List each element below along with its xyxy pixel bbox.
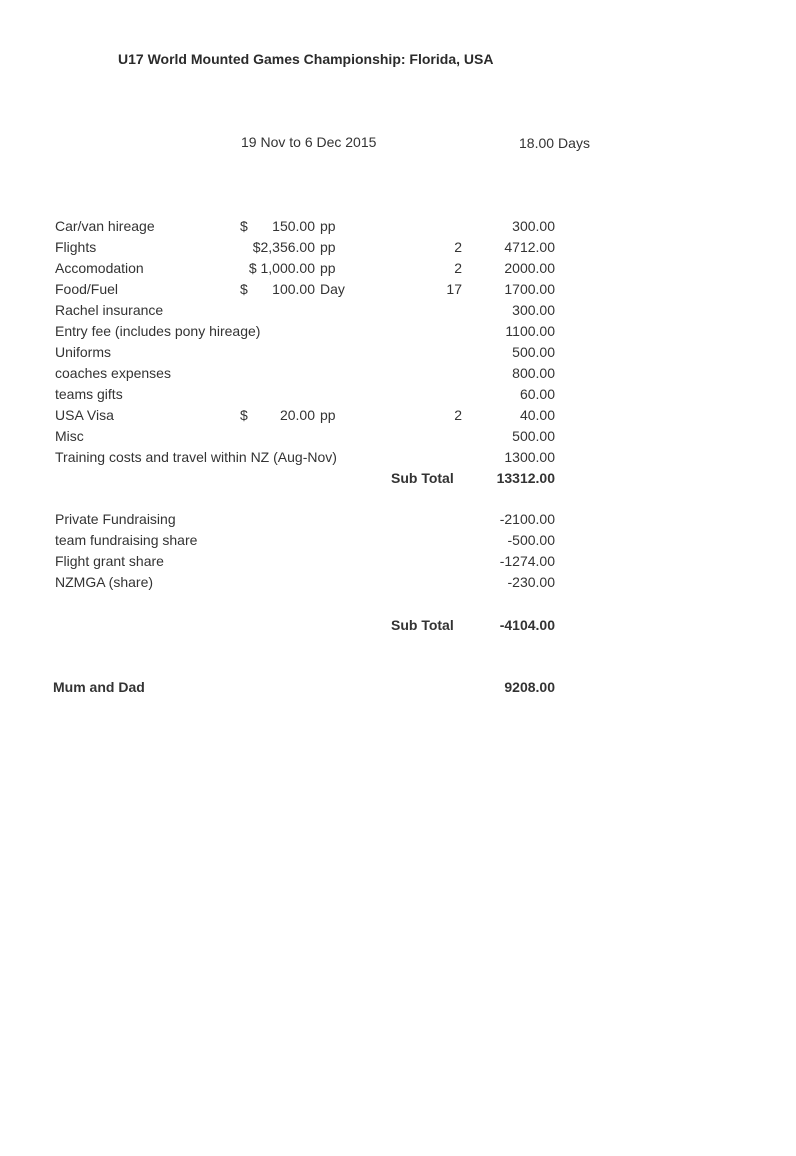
income-row: Private Fundraising -2100.00 (0, 511, 796, 532)
expense-row: Misc 500.00 (0, 428, 796, 449)
final-label: Mum and Dad (53, 679, 145, 695)
days-value: 18.00 (519, 135, 555, 151)
expense-unit: pp (320, 239, 336, 255)
subtotal-label: Sub Total (391, 470, 454, 486)
income-row: NZMGA (share) -230.00 (0, 574, 796, 595)
expense-row: USA Visa $ 20.00 pp 2 40.00 (0, 407, 796, 428)
expense-unit: pp (320, 218, 336, 234)
expense-currency: $ (240, 407, 248, 423)
expense-label: Uniforms (55, 344, 112, 360)
expense-row: Rachel insurance 300.00 (0, 302, 796, 323)
expense-total: 500.00 (512, 428, 555, 444)
income-label: Flight grant share (55, 553, 164, 569)
expense-row: Accomodation $ 1,000.00 pp 2 2000.00 (0, 260, 796, 281)
expense-unit: Day (320, 281, 345, 297)
income-subtotal-row: Sub Total -4104.00 (0, 617, 796, 638)
income-total: -500.00 (507, 532, 555, 548)
expense-row: Food/Fuel $ 100.00 Day 17 1700.00 (0, 281, 796, 302)
expense-label: Food/Fuel (55, 281, 119, 297)
final-row: Mum and Dad 9208.00 (0, 679, 796, 700)
income-total: -2100.00 (499, 511, 555, 527)
expense-currency: $ (240, 281, 248, 297)
final-value: 9208.00 (504, 679, 555, 695)
expense-amount: 100.00 (272, 281, 315, 297)
page-title: U17 World Mounted Games Championship: Fl… (118, 51, 494, 67)
income-label: team fundraising share (55, 532, 198, 548)
expense-label: Flights (55, 239, 97, 255)
expense-total: 4712.00 (504, 239, 555, 255)
expense-row: Entry fee (includes pony hireage) 1100.0… (0, 323, 796, 344)
expense-amount: 20.00 (279, 407, 315, 423)
expense-unit: pp (320, 407, 336, 423)
expense-total: 1300.00 (504, 449, 555, 465)
expense-row: Flights $2,356.00 pp 2 4712.00 (0, 239, 796, 260)
expenses-subtotal-row: Sub Total 13312.00 (0, 470, 796, 491)
expense-total: 300.00 (512, 302, 555, 318)
income-label: Private Fundraising (55, 511, 176, 527)
expense-total: 800.00 (512, 365, 555, 381)
expense-label: Accomodation (55, 260, 144, 276)
expense-row: coaches expenses 800.00 (0, 365, 796, 386)
expense-total: 500.00 (512, 344, 555, 360)
expense-amount: 150.00 (272, 218, 315, 234)
expense-label: USA Visa (55, 407, 114, 423)
expense-unit: pp (320, 260, 336, 276)
expense-label: Car/van hireage (55, 218, 155, 234)
expense-currency: $ (240, 218, 248, 234)
expense-qty: 2 (454, 239, 462, 255)
income-total: -1274.00 (499, 553, 555, 569)
expense-total: 60.00 (519, 386, 555, 402)
date-range: 19 Nov to 6 Dec 2015 (241, 134, 377, 150)
income-total: -230.00 (507, 574, 555, 590)
income-row: team fundraising share -500.00 (0, 532, 796, 553)
expense-total: 40.00 (519, 407, 555, 423)
expense-label: Misc (55, 428, 84, 444)
income-label: NZMGA (share) (55, 574, 154, 590)
expense-total: 1100.00 (505, 323, 555, 339)
expense-amount: $ 1,000.00 (248, 260, 315, 276)
expense-label: coaches expenses (55, 365, 171, 381)
expense-label: Training costs and travel within NZ (Aug… (55, 449, 337, 465)
subtotal-value: 13312.00 (496, 470, 555, 486)
subtotal-value: -4104.00 (499, 617, 555, 633)
expense-amount: $2,356.00 (252, 239, 315, 255)
expense-row: Training costs and travel within NZ (Aug… (0, 449, 796, 470)
income-row: Flight grant share -1274.00 (0, 553, 796, 574)
expense-qty: 17 (446, 281, 462, 297)
expense-total: 300.00 (512, 218, 555, 234)
expense-label: Rachel insurance (55, 302, 164, 318)
days-unit: Days (558, 135, 590, 151)
expense-label: teams gifts (55, 386, 123, 402)
expense-row: teams gifts 60.00 (0, 386, 796, 407)
expense-row: Car/van hireage $ 150.00 pp 300.00 (0, 218, 796, 239)
expense-qty: 2 (454, 260, 462, 276)
expense-row: Uniforms 500.00 (0, 344, 796, 365)
expense-label: Entry fee (includes pony hireage) (55, 323, 261, 339)
expense-qty: 2 (454, 407, 462, 423)
expense-total: 1700.00 (504, 281, 555, 297)
subtotal-label: Sub Total (391, 617, 454, 633)
expense-total: 2000.00 (504, 260, 555, 276)
